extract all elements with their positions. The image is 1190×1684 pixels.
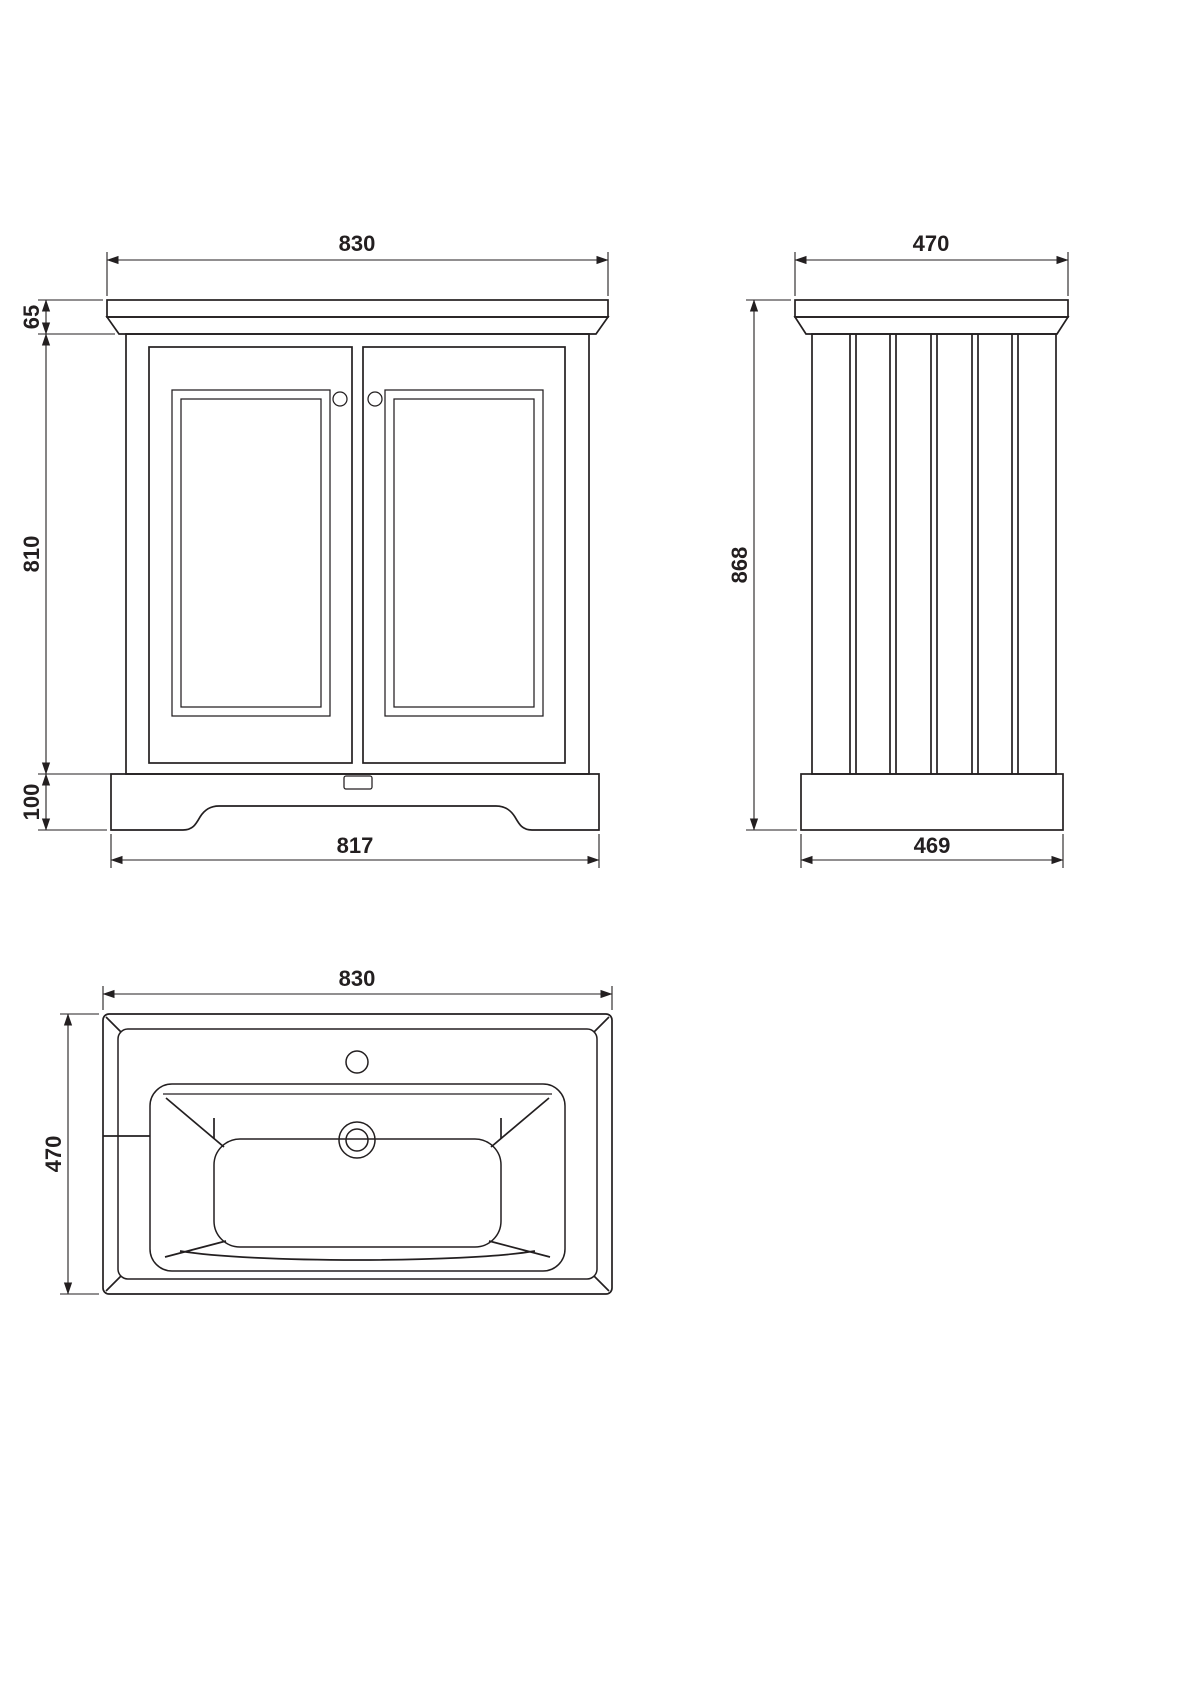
dim-plan-basin-depth: 470 (41, 1013, 99, 1295)
plan-waste-outer (338, 1121, 376, 1159)
front-door-right (362, 346, 566, 764)
plan-dimensions: 830 470 (41, 966, 613, 1295)
front-cabinet-body (125, 333, 590, 775)
dim-front-base-width: 817 (110, 833, 600, 868)
plan-basin-width-label: 830 (339, 966, 376, 991)
dim-side-overall-height: 868 (727, 299, 797, 831)
front-door-knob-right (367, 391, 383, 407)
side-view (793, 299, 1070, 831)
front-top-width-label: 830 (339, 231, 376, 256)
front-door-right-panel-outer (384, 389, 544, 717)
plan-basin-rim (117, 1028, 598, 1280)
front-plinth-center-detail (343, 775, 373, 790)
front-countertop-bevel (105, 316, 610, 335)
dim-side-top-depth: 470 (794, 231, 1069, 296)
front-door-knob-left (332, 391, 348, 407)
front-door-left-panel-inner (180, 398, 322, 708)
slope-line (164, 1240, 227, 1258)
slope-line (490, 1097, 550, 1148)
side-countertop-bevel (793, 316, 1070, 335)
dim-front-plinth-height: 100 (19, 773, 107, 831)
front-door-right-panel-inner (393, 398, 535, 708)
bowl-front-curve (179, 1250, 536, 1261)
front-base-width-label: 817 (337, 833, 374, 858)
front-plinth-height-label: 100 (19, 784, 44, 821)
side-base-depth-label: 469 (914, 833, 951, 858)
plan-basin-depth-label: 470 (41, 1136, 66, 1173)
front-plinth (110, 773, 600, 831)
side-countertop-top (794, 299, 1069, 318)
corner-tick (105, 1275, 122, 1292)
plan-basin-outer-edge (102, 1013, 613, 1295)
front-door-left (148, 346, 353, 764)
dim-front-cabinet-height: 810 (19, 333, 122, 775)
plan-rim-corner-ticks (105, 1016, 610, 1292)
front-countertop-top (106, 299, 609, 318)
side-plank-grooves (849, 334, 1019, 774)
front-cabinet-height-label: 810 (19, 536, 44, 573)
plan-bowl-slope-lines (103, 1097, 551, 1261)
dim-front-counter-height: 65 (19, 299, 115, 335)
front-counter-height-label: 65 (19, 305, 44, 329)
corner-tick (593, 1016, 610, 1033)
slope-line (488, 1240, 551, 1258)
plan-bowl-bottom (213, 1138, 502, 1248)
front-view (105, 299, 610, 831)
front-dimensions: 830 65 810 100 817 (19, 231, 609, 868)
corner-tick (105, 1016, 122, 1033)
side-overall-height-label: 868 (727, 547, 752, 584)
plan-tap-hole (345, 1050, 369, 1074)
side-cabinet-body (811, 333, 1057, 775)
front-door-left-panel-outer (171, 389, 331, 717)
plan-waste-inner (345, 1128, 369, 1152)
slope-line (165, 1097, 225, 1148)
dim-plan-basin-width: 830 (102, 966, 613, 1010)
side-dimensions: 470 868 469 (727, 231, 1069, 868)
dim-front-top-width: 830 (106, 231, 609, 296)
side-top-depth-label: 470 (913, 231, 950, 256)
dim-side-base-depth: 469 (800, 833, 1064, 868)
plan-view (102, 1013, 613, 1295)
side-plinth (800, 773, 1064, 831)
corner-tick (593, 1275, 610, 1292)
plan-bowl-rim (149, 1083, 566, 1272)
